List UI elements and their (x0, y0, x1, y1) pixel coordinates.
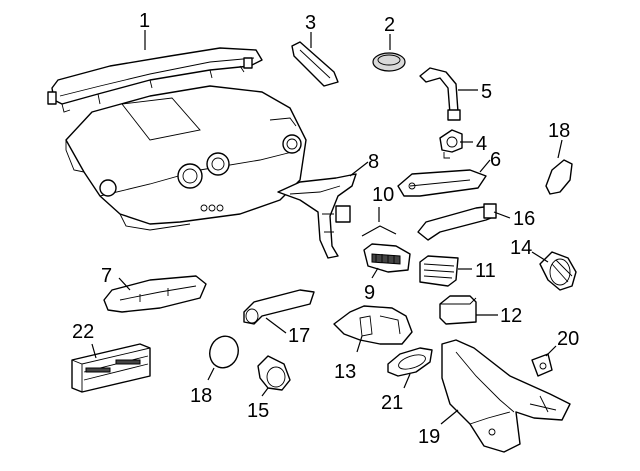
callout-21: 21 (381, 392, 403, 414)
callout-18-left: 18 (190, 385, 212, 407)
callout-5: 5 (481, 81, 492, 103)
part-3-duct (291, 41, 339, 87)
callout-10: 10 (372, 184, 394, 206)
part-11-vent (419, 255, 459, 287)
callout-18-top: 18 (548, 120, 570, 142)
part-18-cover-top (545, 159, 573, 195)
part-20-clip (531, 353, 553, 377)
part-18-cover-left (209, 335, 239, 369)
callout-22: 22 (72, 321, 94, 343)
callout-20: 20 (557, 328, 579, 350)
callout-13: 13 (334, 361, 356, 383)
part-21-bezel (387, 347, 433, 377)
callout-2: 2 (384, 14, 395, 36)
part-15-vent (257, 355, 291, 391)
callout-11: 11 (475, 260, 496, 282)
callout-12: 12 (500, 305, 522, 327)
part-8-center-duct (277, 173, 357, 259)
part-14-round-vent (539, 251, 577, 291)
part-13-bracket (333, 305, 413, 345)
callout-14: 14 (510, 237, 532, 259)
part-6-duct (397, 169, 487, 197)
part-16-side-duct (417, 203, 497, 241)
callout-numbers: 1 3 2 5 4 6 18 8 10 16 14 11 7 9 17 12 1… (72, 10, 579, 448)
callout-17: 17 (288, 325, 310, 347)
part-17-pipe (243, 289, 315, 325)
callout-4: 4 (476, 133, 487, 155)
callout-8: 8 (368, 151, 379, 173)
callout-7: 7 (101, 265, 112, 287)
callout-19: 19 (418, 426, 440, 448)
part-22-unit (71, 343, 151, 393)
part-19-lower-duct (441, 339, 571, 453)
part-1-defroster-duct (47, 47, 263, 113)
leader-lines (91, 30, 563, 425)
callout-6: 6 (490, 149, 501, 171)
part-12-box (439, 295, 477, 325)
part-5-hose (419, 67, 461, 121)
callout-3: 3 (305, 12, 316, 34)
part-10-clip (361, 225, 397, 237)
part-9-vent (363, 243, 411, 273)
part-4-bracket (439, 129, 463, 159)
callout-15: 15 (247, 400, 269, 422)
callout-9: 9 (364, 282, 375, 304)
callout-1: 1 (139, 10, 150, 32)
part-7-tray (103, 275, 207, 313)
instrument-panel (65, 85, 307, 231)
part-2-cap (372, 52, 406, 72)
callout-16: 16 (513, 208, 535, 230)
